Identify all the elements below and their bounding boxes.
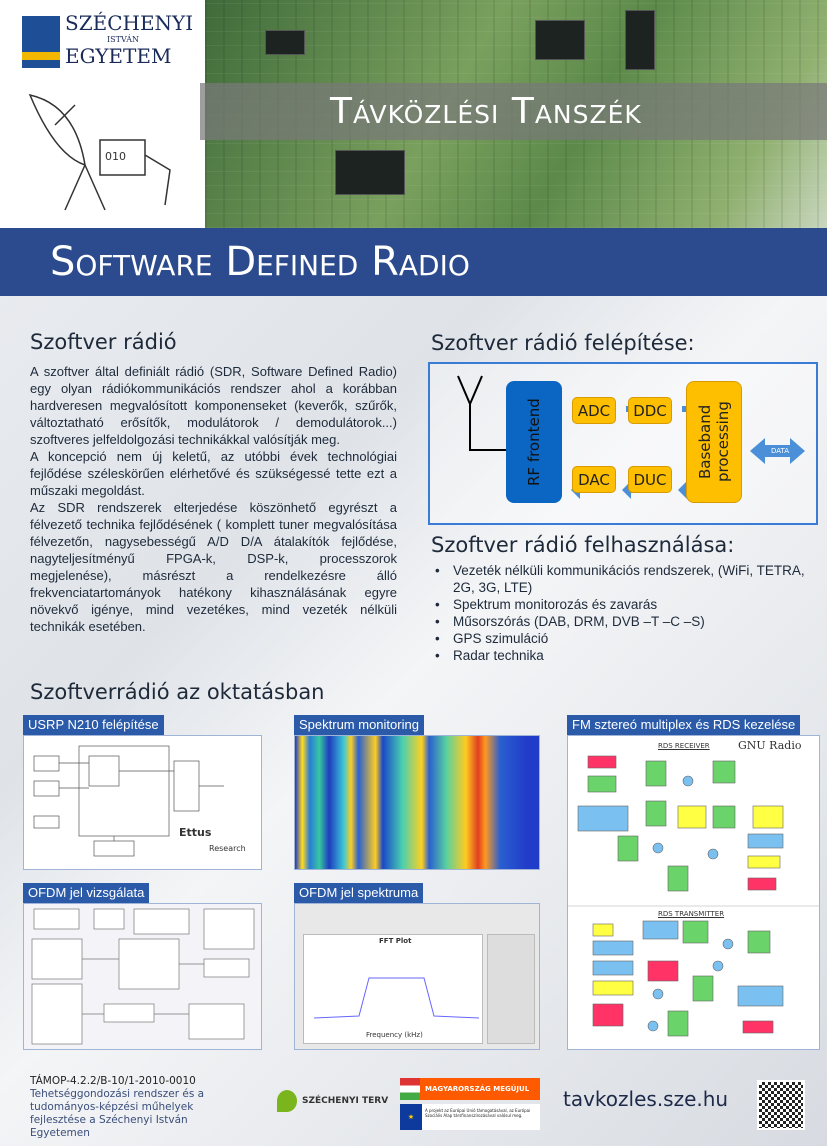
spectrum-trace	[314, 977, 479, 1019]
subtitle: RDS TRANSMITTER	[658, 910, 725, 918]
poster-title: Software Defined Radio	[0, 228, 827, 296]
fm-rds-panel: RDS RECEIVER GNU Radio RDS TRANSMITTER	[567, 735, 820, 1050]
sdr-block-diagram: RF frontend ADC DDC DAC DUC Baseband pro…	[428, 362, 818, 525]
logo-text: EGYETEM	[65, 44, 172, 68]
plot-title: FFT Plot	[379, 937, 412, 945]
panel-title: USRP N210 felépítése	[23, 715, 164, 735]
usrp-panel: Ettus Research	[23, 735, 262, 870]
website-url[interactable]: tavkozles.sze.hu	[563, 1087, 729, 1111]
uses-list: Vezeték nélküli kommunikációs rendszerek…	[433, 562, 818, 664]
ofdm-flowgraph-panel	[23, 903, 262, 1050]
intro-text: A szoftver által definiált rádió (SDR, S…	[30, 363, 397, 635]
education-heading: Szoftverrádió az oktatásban	[30, 680, 325, 704]
ddc-block: DDC	[628, 397, 672, 424]
svg-text:010: 010	[105, 150, 126, 163]
project-description: Tehetséggondozási rendszer és a tudomány…	[30, 1088, 205, 1139]
list-item: Radar technika	[433, 647, 818, 664]
ettus-logo-text: Ettus	[179, 826, 212, 839]
ofdm-flowgraph	[31, 908, 255, 1045]
panel-title: OFDM jel spektruma	[294, 883, 424, 903]
paragraph: A szoftver által definiált rádió (SDR, S…	[30, 364, 397, 447]
x-axis-label: Frequency (kHz)	[366, 1031, 423, 1039]
flowgraph-diagram	[568, 755, 819, 1037]
plot-options	[487, 934, 535, 1044]
department-banner: Távközlési Tanszék	[200, 83, 827, 140]
university-logo: SZÉCHENYI ISTVÁN EGYETEM	[22, 12, 197, 72]
architecture-heading: Szoftver rádió felépítése:	[431, 331, 695, 355]
logo-text: ISTVÁN	[107, 35, 139, 44]
panel-title: Spektrum monitoring	[294, 715, 424, 735]
project-code: TÁMOP-4.2.2/B-10/1-2010-0010	[30, 1075, 196, 1087]
magyarorszag-megujul-logo: MAGYARORSZÁG MEGÚJUL	[400, 1078, 540, 1100]
qr-code	[757, 1080, 805, 1130]
duc-block: DUC	[628, 466, 672, 493]
spectrum-waterfall	[294, 735, 540, 870]
rf-frontend-block: RF frontend	[506, 381, 562, 503]
dac-block: DAC	[572, 466, 616, 493]
uses-heading: Szoftver rádió felhasználása:	[431, 533, 735, 557]
gnu-radio-logo: GNU Radio	[738, 739, 802, 752]
szechenyi-terv-logo: SZÉCHENYI TERV	[302, 1096, 389, 1106]
footer-project: TÁMOP-4.2.2/B-10/1-2010-0010 Tehetséggon…	[30, 1075, 245, 1140]
logo-text: SZÉCHENYI	[65, 11, 194, 35]
eu-logo: ★ A projekt az Európai Unió támogatásáva…	[400, 1104, 540, 1130]
ettus-logo-text: Research	[209, 844, 246, 853]
subtitle: RDS RECEIVER	[658, 742, 710, 750]
intro-heading: Szoftver rádió	[30, 330, 177, 354]
list-item: Műsorszórás (DAB, DRM, DVB –T –C –S)	[433, 613, 818, 630]
list-item: Vezeték nélküli kommunikációs rendszerek…	[433, 562, 818, 596]
paragraph: A koncepció nem új keletű, az utóbbi éve…	[30, 449, 397, 498]
satellite-dish-illustration: 010	[28, 93, 171, 211]
data-arrow-label: DATA	[770, 447, 790, 455]
fft-plot: FFT Plot Frequency (kHz)	[303, 934, 483, 1044]
logo-text: A projekt az Európai Unió támogatásával,…	[425, 1108, 531, 1118]
baseband-block: Baseband processing	[686, 381, 742, 503]
panel-title: OFDM jel vizsgálata	[23, 883, 150, 903]
ofdm-spectrum-panel: FFT Plot Frequency (kHz)	[294, 903, 540, 1050]
eu-flag-icon: ★	[400, 1104, 422, 1130]
usrp-block-diagram	[33, 745, 224, 857]
paragraph: Az SDR rendszerek elterjedése köszönhető…	[30, 500, 397, 634]
szechenyi-terv-icon	[277, 1090, 297, 1112]
adc-block: ADC	[572, 397, 616, 424]
panel-title: FM sztereó multiplex és RDS kezelése	[567, 715, 801, 735]
logo-text: MAGYARORSZÁG MEGÚJUL	[420, 1078, 540, 1100]
list-item: Spektrum monitorozás és zavarás	[433, 596, 818, 613]
list-item: GPS szimuláció	[433, 630, 818, 647]
